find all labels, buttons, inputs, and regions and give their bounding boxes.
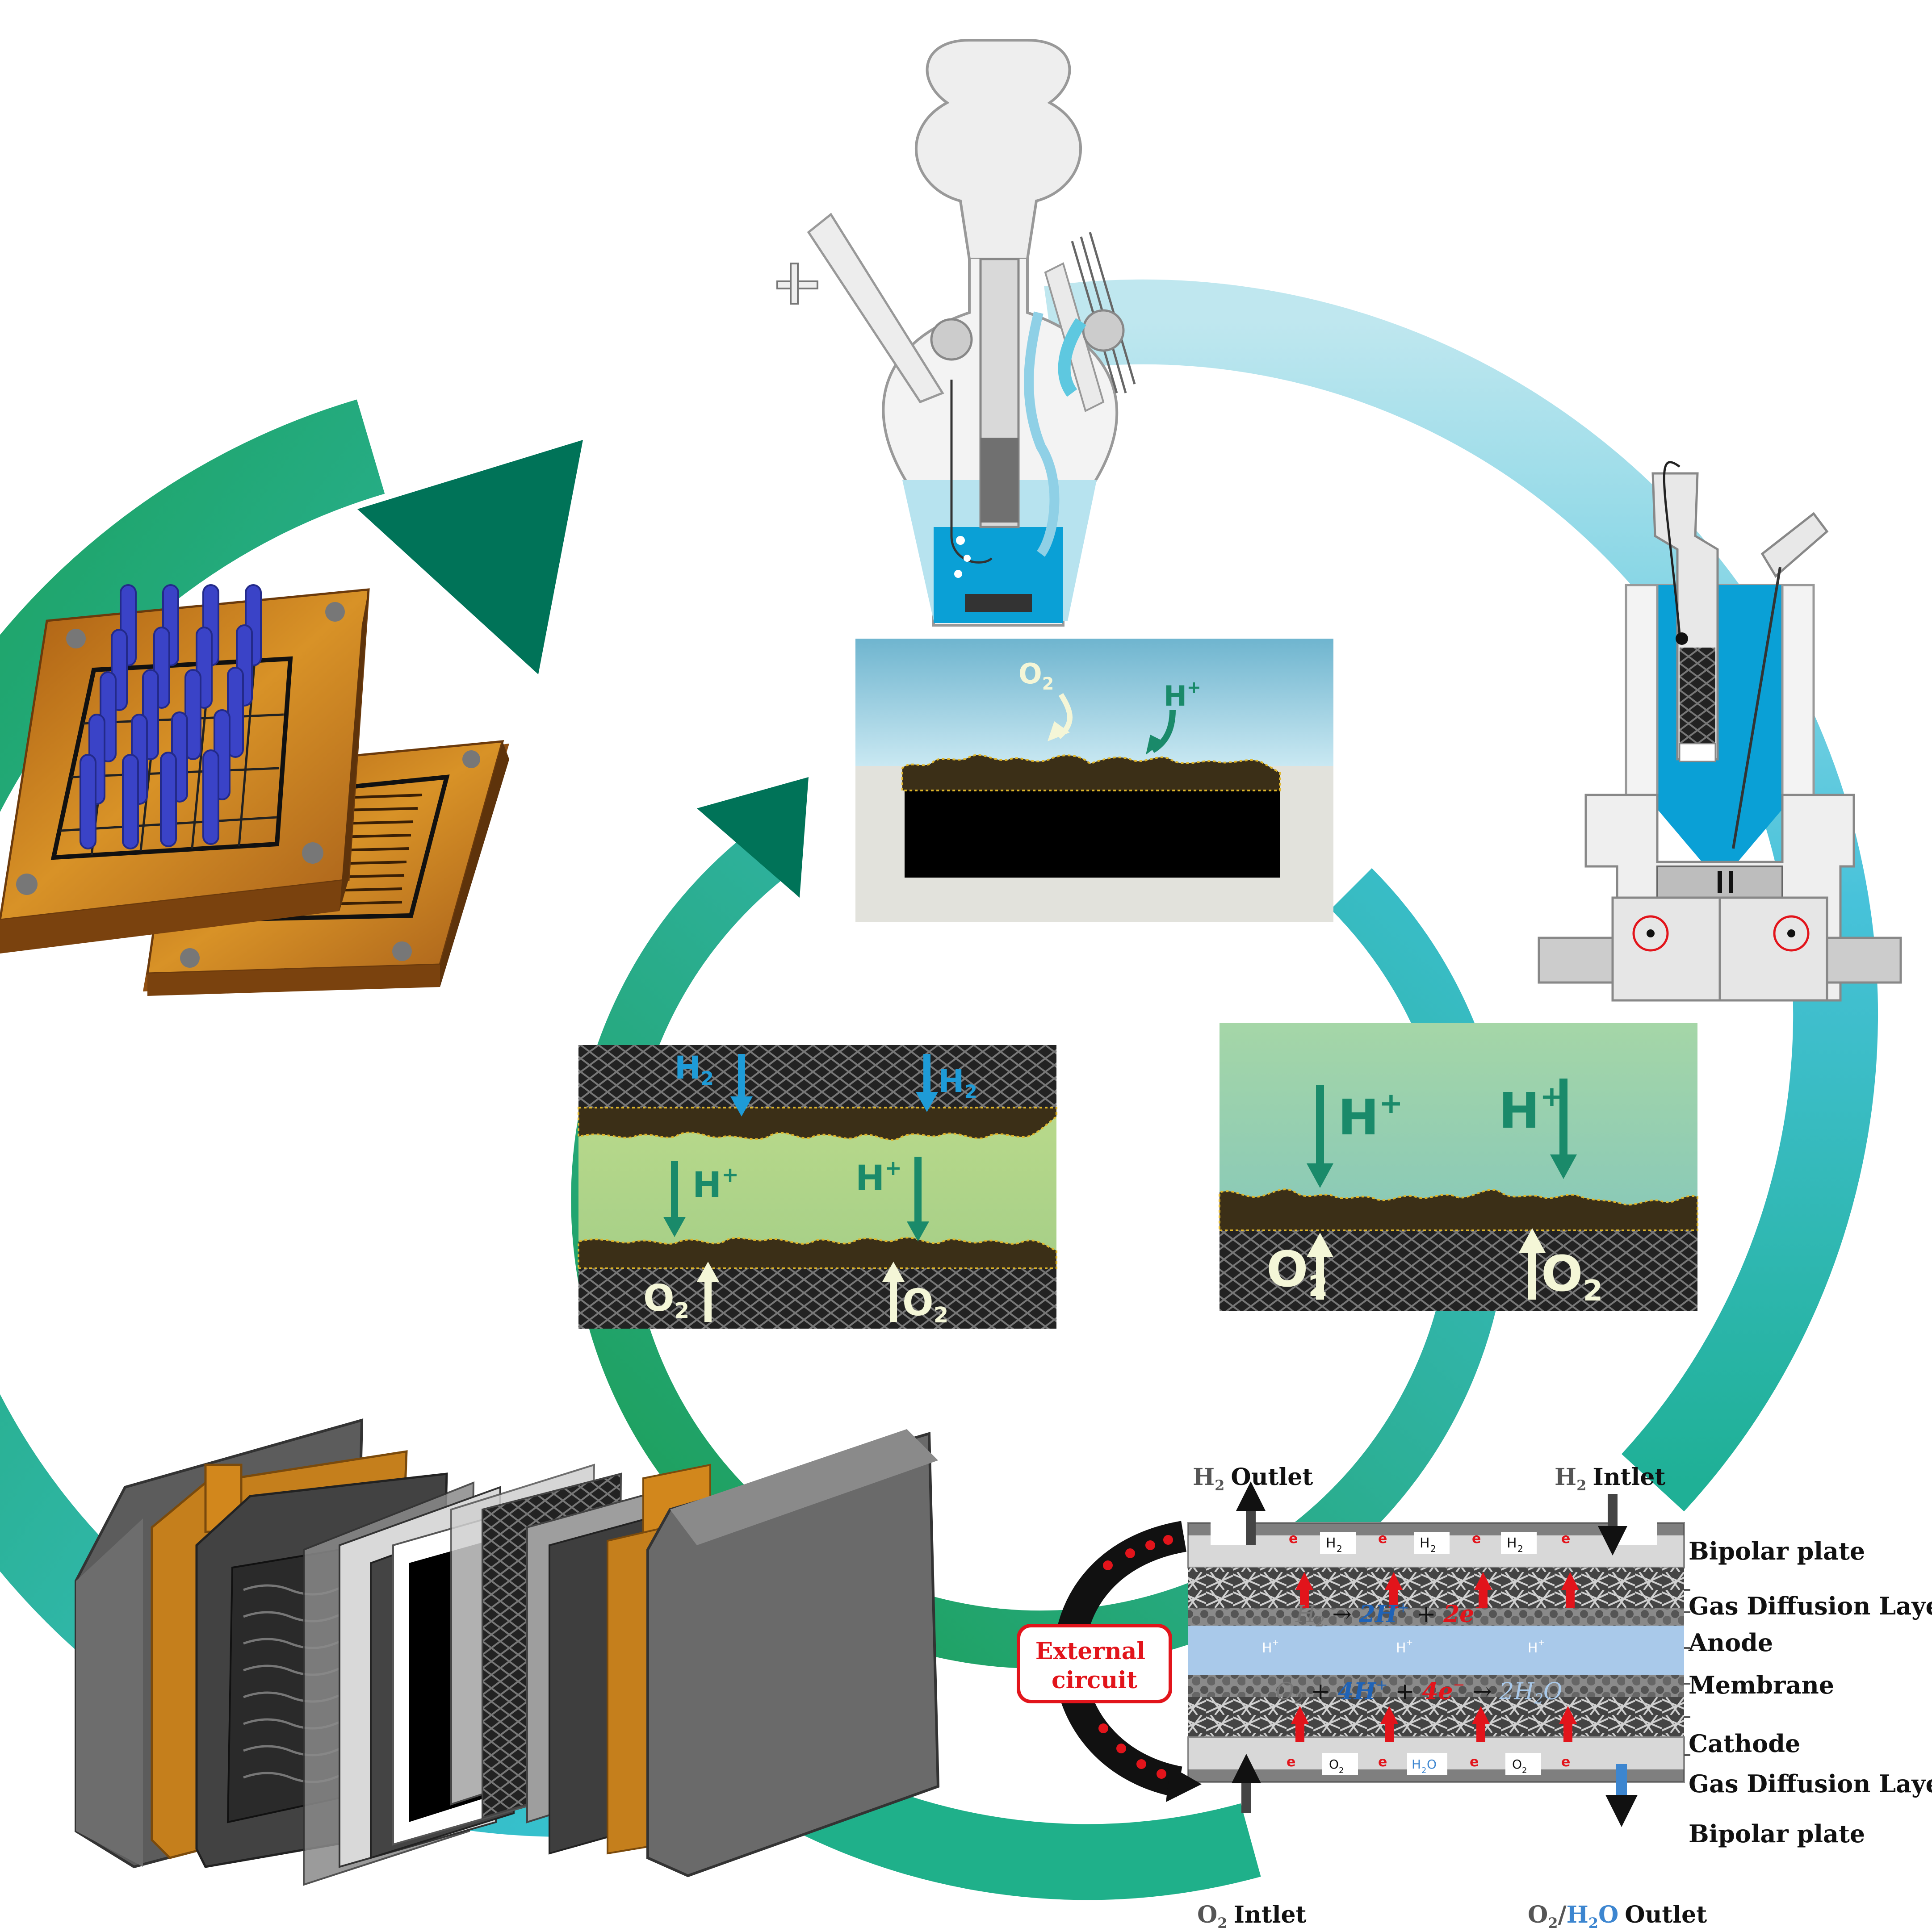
svg-text:Gas Diffusion Layer: Gas Diffusion Layer	[1689, 1769, 1932, 1798]
svg-text:O: O	[1427, 1757, 1437, 1772]
segmented-cell-plate-icon	[0, 584, 370, 953]
svg-text:2: 2	[1430, 1543, 1436, 1554]
rde-panel: O2 H+	[855, 639, 1333, 922]
mea-h2-label-1: H2	[675, 1050, 714, 1089]
inner-ring-arrow-head	[697, 777, 809, 898]
svg-text:Bipolar plate: Bipolar plate	[1689, 1819, 1865, 1848]
mea-o2-label-1: O2	[643, 1277, 689, 1323]
layer-labels: Bipolar plate Gas Diffusion Layer Anode …	[1688, 1537, 1932, 1848]
svg-text:2: 2	[1339, 1766, 1344, 1775]
pin-array	[80, 584, 262, 849]
svg-text:Bipolar plate: Bipolar plate	[1689, 1537, 1865, 1565]
svg-text:Cathode: Cathode	[1689, 1729, 1800, 1758]
mea-h2-label-2: H2	[938, 1063, 977, 1103]
rotating-disk-electrode-cell-icon	[1538, 461, 1902, 1002]
svg-text:e: e	[1289, 1531, 1298, 1547]
gde-panel: H+ H+ O2 O2	[1219, 1023, 1698, 1311]
mea-h-plus-label-2: H+	[855, 1156, 902, 1199]
svg-text:2: 2	[1421, 1766, 1426, 1775]
svg-text:e: e	[1561, 1531, 1570, 1547]
svg-text:H: H	[1507, 1535, 1517, 1551]
svg-text:2: 2	[1517, 1543, 1523, 1554]
anode-red-arrows	[1295, 1572, 1579, 1608]
gde-o2-label-1: O2	[1266, 1241, 1328, 1303]
svg-text:+: +	[1272, 1638, 1279, 1648]
mea-panel: H2 H2 H+ H+ O2 O2	[578, 1045, 1057, 1329]
rde-o2-label: O2	[1018, 657, 1054, 694]
svg-text:2: 2	[1522, 1766, 1527, 1775]
mea-h-plus-label-1: H+	[692, 1163, 739, 1205]
svg-text:e: e	[1470, 1754, 1479, 1770]
svg-text:2: 2	[1337, 1543, 1342, 1554]
rde-h-plus-label: H+	[1164, 677, 1201, 712]
svg-text:+: +	[1406, 1638, 1413, 1648]
mea-anode-catalyst	[578, 1107, 1057, 1141]
mea-o2-label-2: O2	[902, 1282, 948, 1328]
rde-catalyst-layer	[901, 754, 1281, 791]
svg-text:H: H	[1396, 1640, 1406, 1656]
external-circuit-label: External circuit	[1035, 1638, 1154, 1694]
gde-o2-label-2: O2	[1541, 1245, 1603, 1308]
gde-catalyst	[1219, 1188, 1698, 1231]
anode-reaction: H2 → 2H+ + 2e−	[1295, 1599, 1486, 1630]
membrane-h-plus: H+ H+ H+	[1262, 1638, 1545, 1656]
svg-text:Anode: Anode	[1688, 1628, 1773, 1657]
gde-h-plus-label-1: H+	[1338, 1087, 1403, 1146]
svg-text:e: e	[1378, 1531, 1387, 1547]
svg-text:Membrane: Membrane	[1689, 1671, 1834, 1699]
svg-text:H: H	[1420, 1535, 1430, 1551]
svg-text:e: e	[1561, 1754, 1570, 1770]
svg-text:O: O	[1329, 1757, 1339, 1772]
cathode-reaction: O2 + 4H+ + 4e− → 2H2O	[1275, 1676, 1563, 1707]
fuel-cell-stack-icon	[75, 1418, 940, 1886]
cathode-red-arrows	[1291, 1706, 1577, 1742]
svg-text:e: e	[1287, 1754, 1295, 1770]
outer-ring-arrow-head	[357, 440, 583, 674]
layer-dashes	[1684, 1589, 1693, 1756]
svg-text:H: H	[1528, 1640, 1538, 1656]
svg-text:H: H	[1412, 1757, 1421, 1772]
gde-h-plus-label-2: H+	[1499, 1080, 1564, 1139]
svg-text:O: O	[1512, 1757, 1522, 1772]
electron-dots	[1098, 1535, 1173, 1779]
mea-cathode-catalyst	[578, 1237, 1057, 1269]
external-circuit-box	[1017, 1624, 1172, 1703]
svg-text:H: H	[1326, 1535, 1336, 1551]
svg-text:e: e	[1472, 1531, 1481, 1547]
gas-diffusion-electrode-cell-icon	[776, 39, 1136, 627]
svg-text:Gas Diffusion Layer: Gas Diffusion Layer	[1689, 1592, 1932, 1620]
pemfc-e-labels: e e e e e e e e	[1287, 1531, 1570, 1770]
svg-text:e: e	[1378, 1754, 1387, 1770]
svg-text:H: H	[1262, 1640, 1272, 1656]
svg-text:+: +	[1538, 1638, 1545, 1648]
